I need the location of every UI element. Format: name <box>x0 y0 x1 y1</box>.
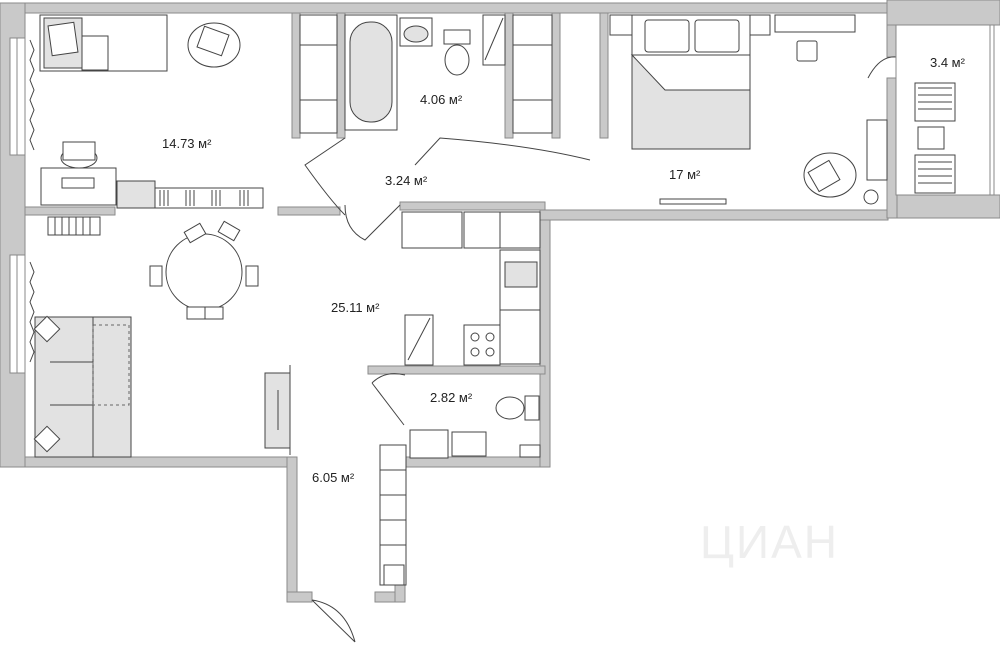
left-windows <box>9 37 35 374</box>
kitchen-living-furniture <box>33 204 541 458</box>
entrance-wardrobe <box>311 444 407 643</box>
bedroom-furniture <box>609 14 898 205</box>
area-wc: 2.82 м² <box>430 390 473 405</box>
area-kitchen-living: 25.11 м² <box>331 300 380 315</box>
balcony-furniture <box>895 24 995 196</box>
bathroom-fixtures <box>299 14 591 216</box>
area-entrance-hall: 6.05 м² <box>312 470 355 485</box>
watermark-logo: ЦИАН <box>700 516 839 568</box>
living-room-furniture <box>39 14 264 236</box>
area-bathroom: 4.06 м² <box>420 92 463 107</box>
bookshelf-books <box>159 190 249 206</box>
area-hallway-small: 3.24 м² <box>385 173 428 188</box>
area-living-room: 14.73 м² <box>162 136 212 151</box>
area-balcony: 3.4 м² <box>930 55 965 70</box>
area-bedroom: 17 м² <box>669 167 701 182</box>
wc-fixtures <box>371 373 541 459</box>
